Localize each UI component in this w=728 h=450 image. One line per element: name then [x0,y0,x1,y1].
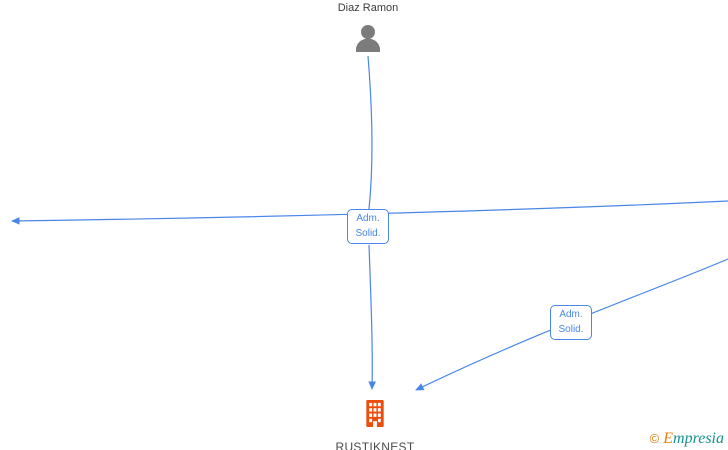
edge-label-line1: Adm. [559,309,583,320]
company-name-label: RUSTIKNEST [335,440,415,450]
brand-name: Empresia [663,430,724,447]
copyright-icon: © [649,431,660,446]
edge-label-to-company [368,244,377,390]
node-person[interactable]: Diaz Ramon [320,2,416,52]
edge-label-line2: Solid. [355,227,381,239]
edge-label-adm-solid-2[interactable]: Adm. Solid. [550,305,592,340]
node-company[interactable]: RUSTIKNEST [325,400,425,450]
person-icon [356,25,380,52]
person-name-label: Diaz Ramon [337,2,399,14]
edge-label-line1: Adm. [356,213,380,224]
edge-label-line2: Solid. [558,323,584,335]
edge-person-to-label [367,55,373,210]
edge-label-adm-solid-1[interactable]: Adm. Solid. [347,209,389,244]
building-icon [366,400,384,427]
empresia-logo[interactable]: © Empresia [650,430,724,448]
